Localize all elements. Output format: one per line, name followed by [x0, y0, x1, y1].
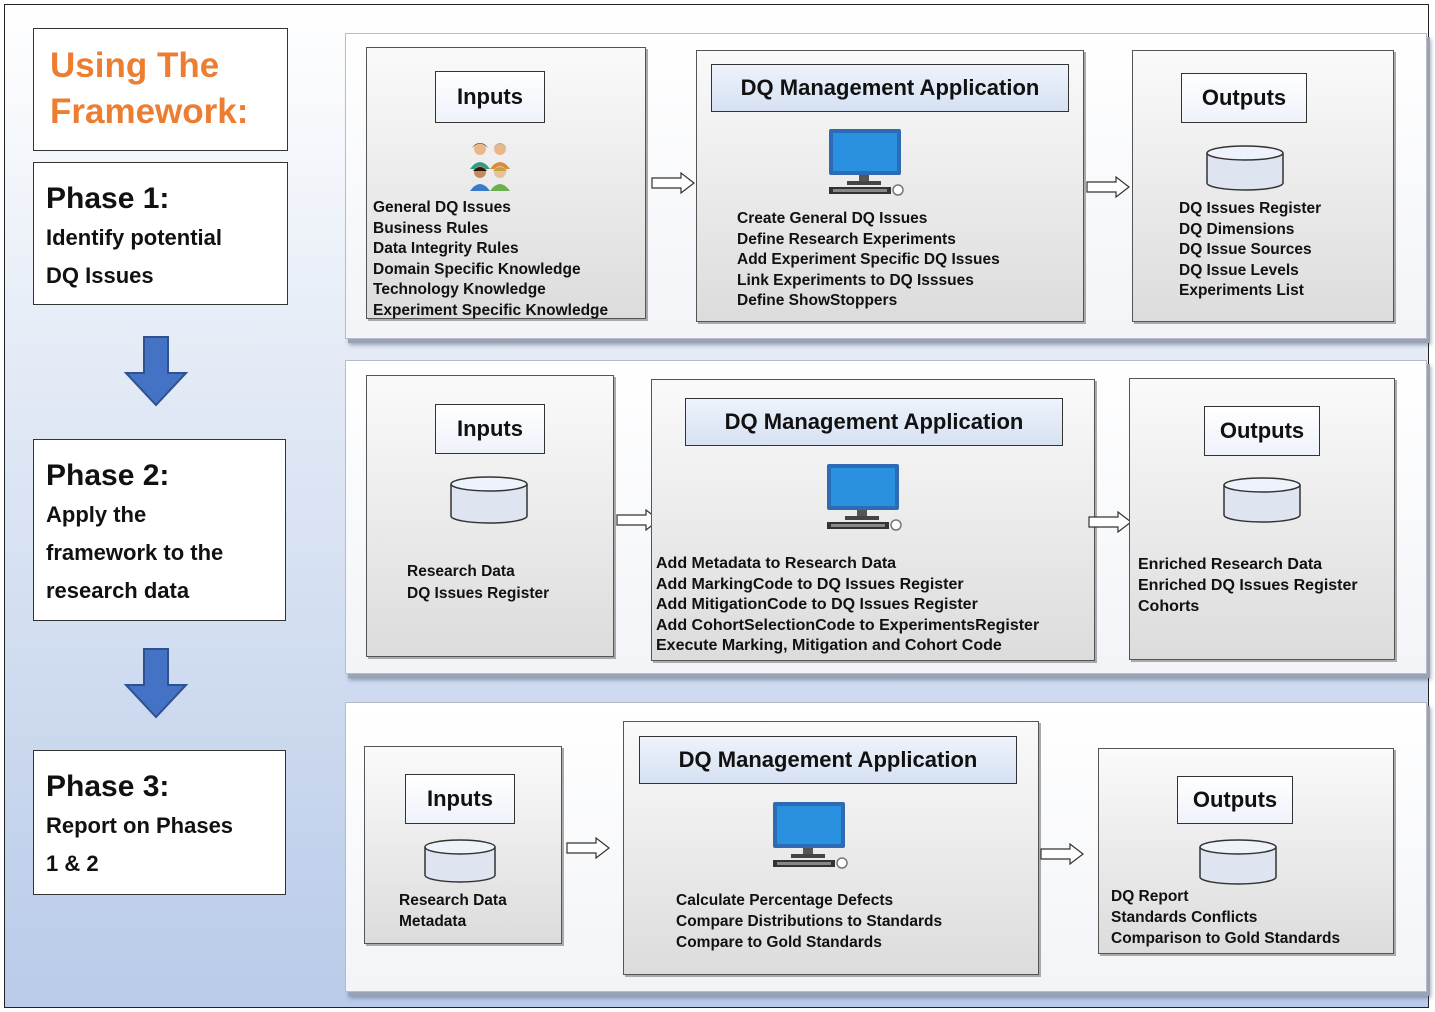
phase-2-row: Inputs Research Data DQ Issues Register …	[345, 360, 1427, 674]
outputs-label: Outputs	[1204, 406, 1320, 456]
outputs-panel: Outputs Enriched Research Data Enriched …	[1129, 378, 1395, 660]
list-item: Compare Distributions to Standards	[676, 913, 943, 930]
database-icon	[1199, 839, 1277, 885]
outputs-panel: Outputs DQ Report Standards Conflicts Co…	[1098, 748, 1394, 954]
database-icon	[1223, 477, 1301, 523]
list-item: Compare to Gold Standards	[676, 934, 882, 951]
list-item: Link Experiments to DQ Isssues	[737, 271, 974, 289]
list-item: Cohorts	[1138, 598, 1200, 615]
inputs-list: General DQ Issues Business Rules Data In…	[373, 198, 608, 321]
inputs-list: Research Data Metadata	[399, 890, 507, 932]
app-label: DQ Management Application	[711, 64, 1069, 112]
list-item: Add MarkingCode to DQ Issues Register	[656, 575, 964, 593]
inputs-panel: Inputs General DQ Issues Business Rules …	[366, 47, 646, 319]
list-item: Technology Knowledge	[373, 281, 546, 298]
arrow-right-icon	[1088, 511, 1132, 533]
inputs-list: Research Data DQ Issues Register	[407, 561, 549, 605]
list-item: Add Experiment Specific DQ Issues	[737, 251, 1000, 268]
outputs-list: DQ Report Standards Conflicts Comparison…	[1111, 886, 1340, 949]
inputs-label: Inputs	[435, 71, 545, 123]
list-item: Standards Conflicts	[1111, 909, 1258, 926]
inputs-label: Inputs	[435, 404, 545, 454]
people-group-icon	[470, 143, 510, 191]
list-item: Execute Marking, Mitigation and Cohort C…	[656, 637, 1002, 654]
title-line-2: Framework:	[50, 92, 249, 131]
app-panel: DQ Management Application Create General…	[696, 50, 1084, 322]
diagram-frame: Using The Framework: Phase 1: Identify p…	[4, 4, 1429, 1008]
list-item: Business Rules	[373, 219, 489, 237]
list-item: Domain Specific Knowledge	[373, 260, 581, 278]
inputs-label: Inputs	[405, 774, 515, 824]
phase-3-box: Phase 3: Report on Phases 1 & 2	[33, 750, 286, 895]
list-item: Comparison to Gold Standards	[1111, 930, 1341, 947]
phase-1-label: Phase 1:	[46, 182, 170, 215]
outputs-label: Outputs	[1181, 73, 1307, 123]
inputs-panel: Inputs Research Data DQ Issues Register	[366, 375, 614, 657]
list-item: Enriched DQ Issues Register	[1138, 577, 1358, 594]
phase-3-label: Phase 3:	[46, 770, 170, 803]
phase-2-description: Apply the framework to the research data	[46, 502, 224, 603]
phase-1-description: Identify potential DQ Issues	[46, 225, 222, 288]
app-steps-list: Calculate Percentage Defects Compare Dis…	[676, 890, 942, 953]
phase-3-description: Report on Phases 1 & 2	[46, 813, 234, 876]
arrow-right-icon	[1086, 176, 1130, 198]
list-item: DQ Report	[1111, 888, 1189, 905]
title-line-1: Using The	[50, 46, 220, 85]
app-label: DQ Management Application	[639, 736, 1017, 784]
arrow-right-icon	[1040, 843, 1084, 865]
list-item: Enriched Research Data	[1138, 556, 1323, 573]
list-item: DQ Issue Sources	[1179, 241, 1312, 258]
list-item: Define Research Experiments	[737, 230, 956, 248]
computer-icon	[829, 129, 904, 196]
list-item: Define ShowStoppers	[737, 292, 898, 309]
computer-icon	[773, 802, 848, 869]
phase-3-row: Inputs Research Data Metadata DQ Managem…	[345, 702, 1427, 992]
database-icon	[450, 476, 528, 524]
phase-2-box: Phase 2: Apply the framework to the rese…	[33, 439, 286, 621]
outputs-list: Enriched Research Data Enriched DQ Issue…	[1138, 554, 1358, 617]
list-item: Calculate Percentage Defects	[676, 892, 894, 909]
app-panel: DQ Management Application Calculate Perc…	[623, 721, 1039, 975]
arrow-down-icon	[124, 336, 188, 407]
phase-1-row: Inputs General DQ Issues Business Rules …	[345, 33, 1427, 339]
list-item: Experiment Specific Knowledge	[373, 301, 609, 319]
outputs-list: DQ Issues Register DQ Dimensions DQ Issu…	[1179, 199, 1321, 302]
arrow-down-icon	[124, 648, 188, 719]
phase-2-label: Phase 2:	[46, 459, 170, 492]
list-item: DQ Issues Register	[1179, 200, 1322, 217]
list-item: DQ Issue Levels	[1179, 261, 1299, 279]
list-item: Add MitigationCode to DQ Issues Register	[656, 596, 978, 613]
app-panel: DQ Management Application Add Metadata t…	[651, 379, 1095, 661]
app-steps-list: Create General DQ Issues Define Research…	[737, 209, 1000, 312]
database-icon	[424, 839, 496, 883]
arrow-right-icon	[651, 172, 695, 194]
app-label: DQ Management Application	[685, 398, 1063, 446]
list-item: Metadata	[399, 913, 467, 930]
inputs-panel: Inputs Research Data Metadata	[364, 746, 562, 944]
app-steps-list: Add Metadata to Research Data Add Markin…	[656, 554, 1039, 657]
phase-1-box: Phase 1: Identify potential DQ Issues	[33, 162, 288, 305]
list-item: Experiments List	[1179, 282, 1304, 299]
arrow-right-icon	[566, 837, 610, 859]
outputs-panel: Outputs DQ Issues Register DQ Dimensions…	[1132, 50, 1394, 322]
list-item: General DQ Issues	[373, 199, 511, 216]
database-icon	[1206, 145, 1284, 191]
computer-icon	[827, 464, 902, 531]
outputs-label: Outputs	[1177, 776, 1293, 824]
list-item: Create General DQ Issues	[737, 210, 928, 227]
list-item: Add Metadata to Research Data	[656, 555, 897, 572]
list-item: Data Integrity Rules	[373, 240, 519, 257]
list-item: DQ Issues Register	[407, 585, 550, 602]
title-box: Using The Framework:	[33, 28, 288, 151]
list-item: Add CohortSelectionCode to ExperimentsRe…	[656, 616, 1040, 634]
list-item: DQ Dimensions	[1179, 220, 1295, 238]
list-item: Research Data	[407, 563, 515, 580]
list-item: Research Data	[399, 892, 507, 909]
